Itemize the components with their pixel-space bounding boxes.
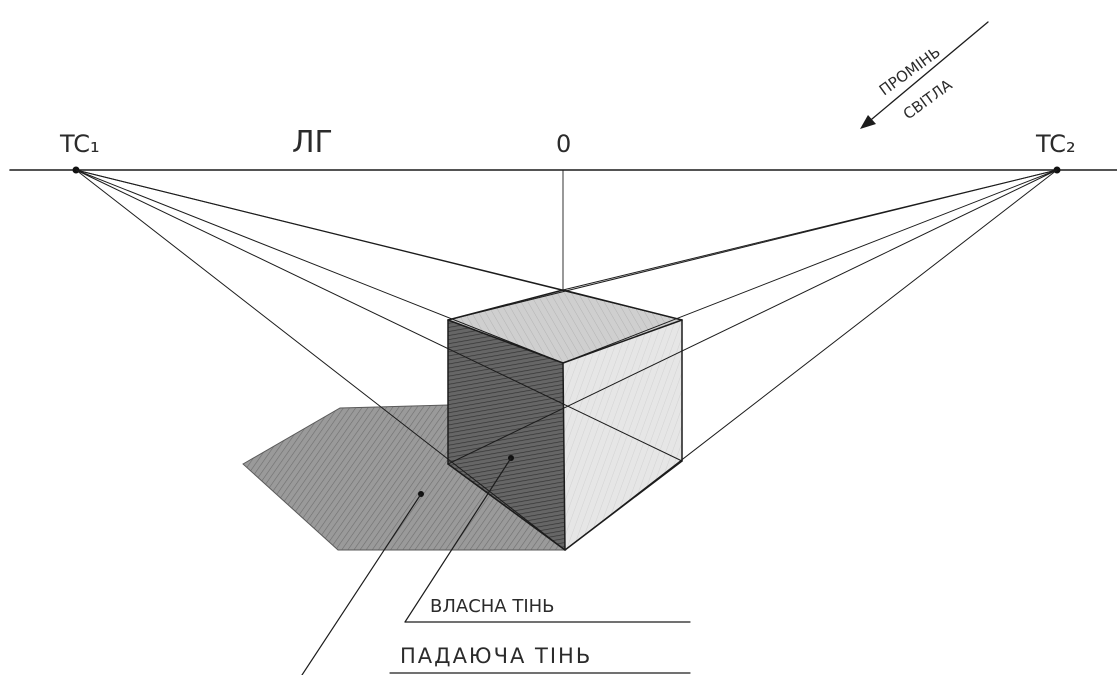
horizon-label: ЛГ	[292, 125, 333, 160]
center-label: 0	[556, 130, 571, 158]
leader-own-shadow	[404, 455, 691, 623]
cube-own-shadow-face	[448, 320, 565, 550]
leader-cast-shadow	[301, 491, 691, 675]
cube-edges	[447, 289, 683, 551]
cube-top-face	[448, 290, 682, 363]
tc1-label: TC₁	[59, 130, 100, 158]
cube-right-face	[563, 320, 682, 550]
own-shadow-label: ВЛАСНА ТІНЬ	[430, 596, 555, 617]
construction-lines-right	[447, 169, 1058, 551]
cast-shadow-label: ПАДАЮЧА ТІНЬ	[400, 644, 592, 668]
tc2-label: TC₂	[1035, 130, 1076, 158]
light-ray-arrow	[860, 21, 989, 129]
